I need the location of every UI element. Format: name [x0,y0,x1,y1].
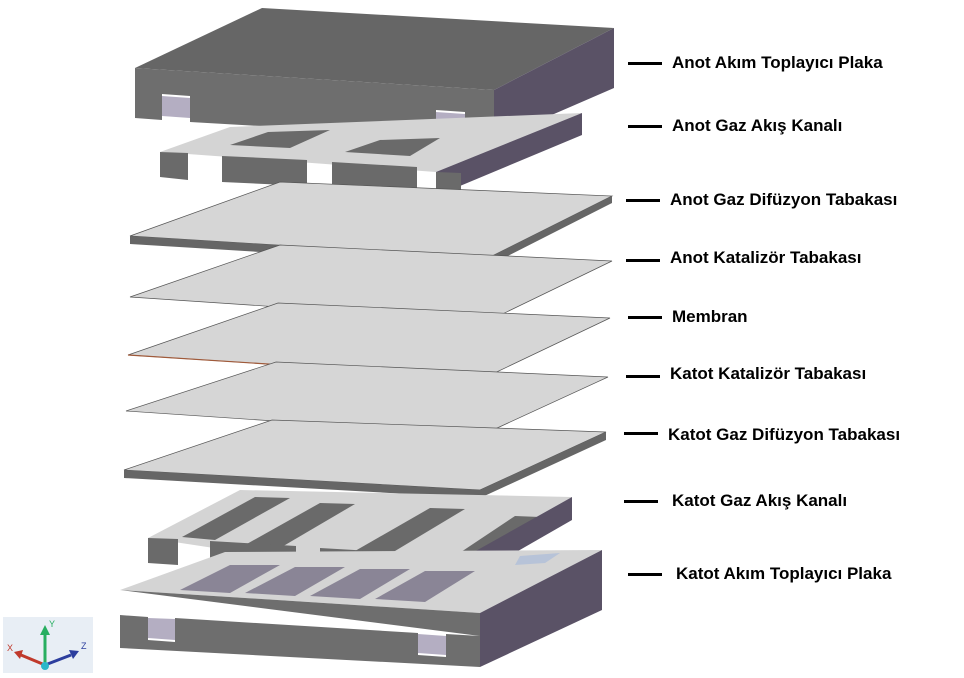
anode-channel-groove-1 [230,130,330,148]
leader-line-5 [626,375,660,378]
label-anode-catalyst-layer: Anot Katalizör Tabakası [670,248,862,267]
cathode-gas-diffusion-layer [123,419,607,498]
cathode-plate-groove-3 [310,569,410,599]
anode-channel-top [160,113,582,172]
cathode-current-collector-plate [120,550,602,667]
anode-channel-side [436,113,582,196]
cathode-plate-slot-right [418,634,446,655]
label-membrane: Membran [672,307,748,326]
cathode-plate-groove-1 [180,565,280,593]
leader-line-2 [626,199,660,202]
leader-line-8 [628,573,662,576]
axis-triad-graphic [14,625,79,670]
cathode-channel-front-1 [148,538,178,565]
axis-x-letter: X [7,643,14,653]
cathode-plate-groove-2 [245,567,345,596]
cathode-plate-inlet [515,553,560,565]
anode-plate-slot-left [162,96,190,118]
label-cathode-current-collector-plate: Katot Akım Toplayıcı Plaka [676,564,892,583]
axis-z-arrow-icon [69,650,79,659]
axis-y-letter: Y [49,619,56,629]
axis-z-letter: Z [81,641,87,651]
anode-gdl-edge [130,196,612,266]
cathode-channel-groove-3 [355,508,465,554]
axis-triad: Y X Z [3,617,93,673]
anode-plate-top [135,8,614,90]
axis-z-line [44,653,72,667]
cathode-channel-groove-4 [455,516,540,559]
cathode-plate-groove-4 [375,571,475,602]
leader-line-0 [628,62,662,65]
axis-origin [41,662,49,670]
axis-x-arrow-icon [14,650,23,659]
leader-line-6 [624,432,658,435]
label-cathode-catalyst-layer: Katot Katalizör Tabakası [670,364,867,383]
anode-channel-front [160,152,188,180]
leader-line-1 [628,125,662,128]
leader-line-3 [626,259,660,262]
leader-line-7 [624,500,658,503]
cathode-channel-groove-1 [182,497,290,540]
axis-x-line [20,653,46,667]
label-anode-current-collector-plate: Anot Akım Toplayıcı Plaka [672,53,883,72]
cathode-plate-side [480,550,602,667]
axis-y-arrow-icon [40,625,50,635]
label-anode-gas-flow-channel: Anot Gaz Akış Kanalı [672,116,843,135]
anode-channel-front-3 [332,162,417,192]
label-cathode-gas-diffusion-layer: Katot Gaz Difüzyon Tabakası [668,425,901,444]
cathode-gdl-edge [124,432,606,498]
cathode-channel-groove-2 [245,503,355,548]
leader-line-4 [628,316,662,319]
anode-gas-flow-channel [160,113,582,197]
anode-plate-side [494,28,614,140]
cathode-plate-front [120,590,480,667]
label-anode-gas-diffusion-layer: Anot Gaz Difüzyon Tabakası [670,190,898,209]
label-cathode-gas-flow-channel: Katot Gaz Akış Kanalı [672,491,848,510]
cathode-plate-slot-left [148,618,175,640]
anode-channel-front-2 [222,156,307,186]
anode-channel-groove-2 [345,138,440,156]
